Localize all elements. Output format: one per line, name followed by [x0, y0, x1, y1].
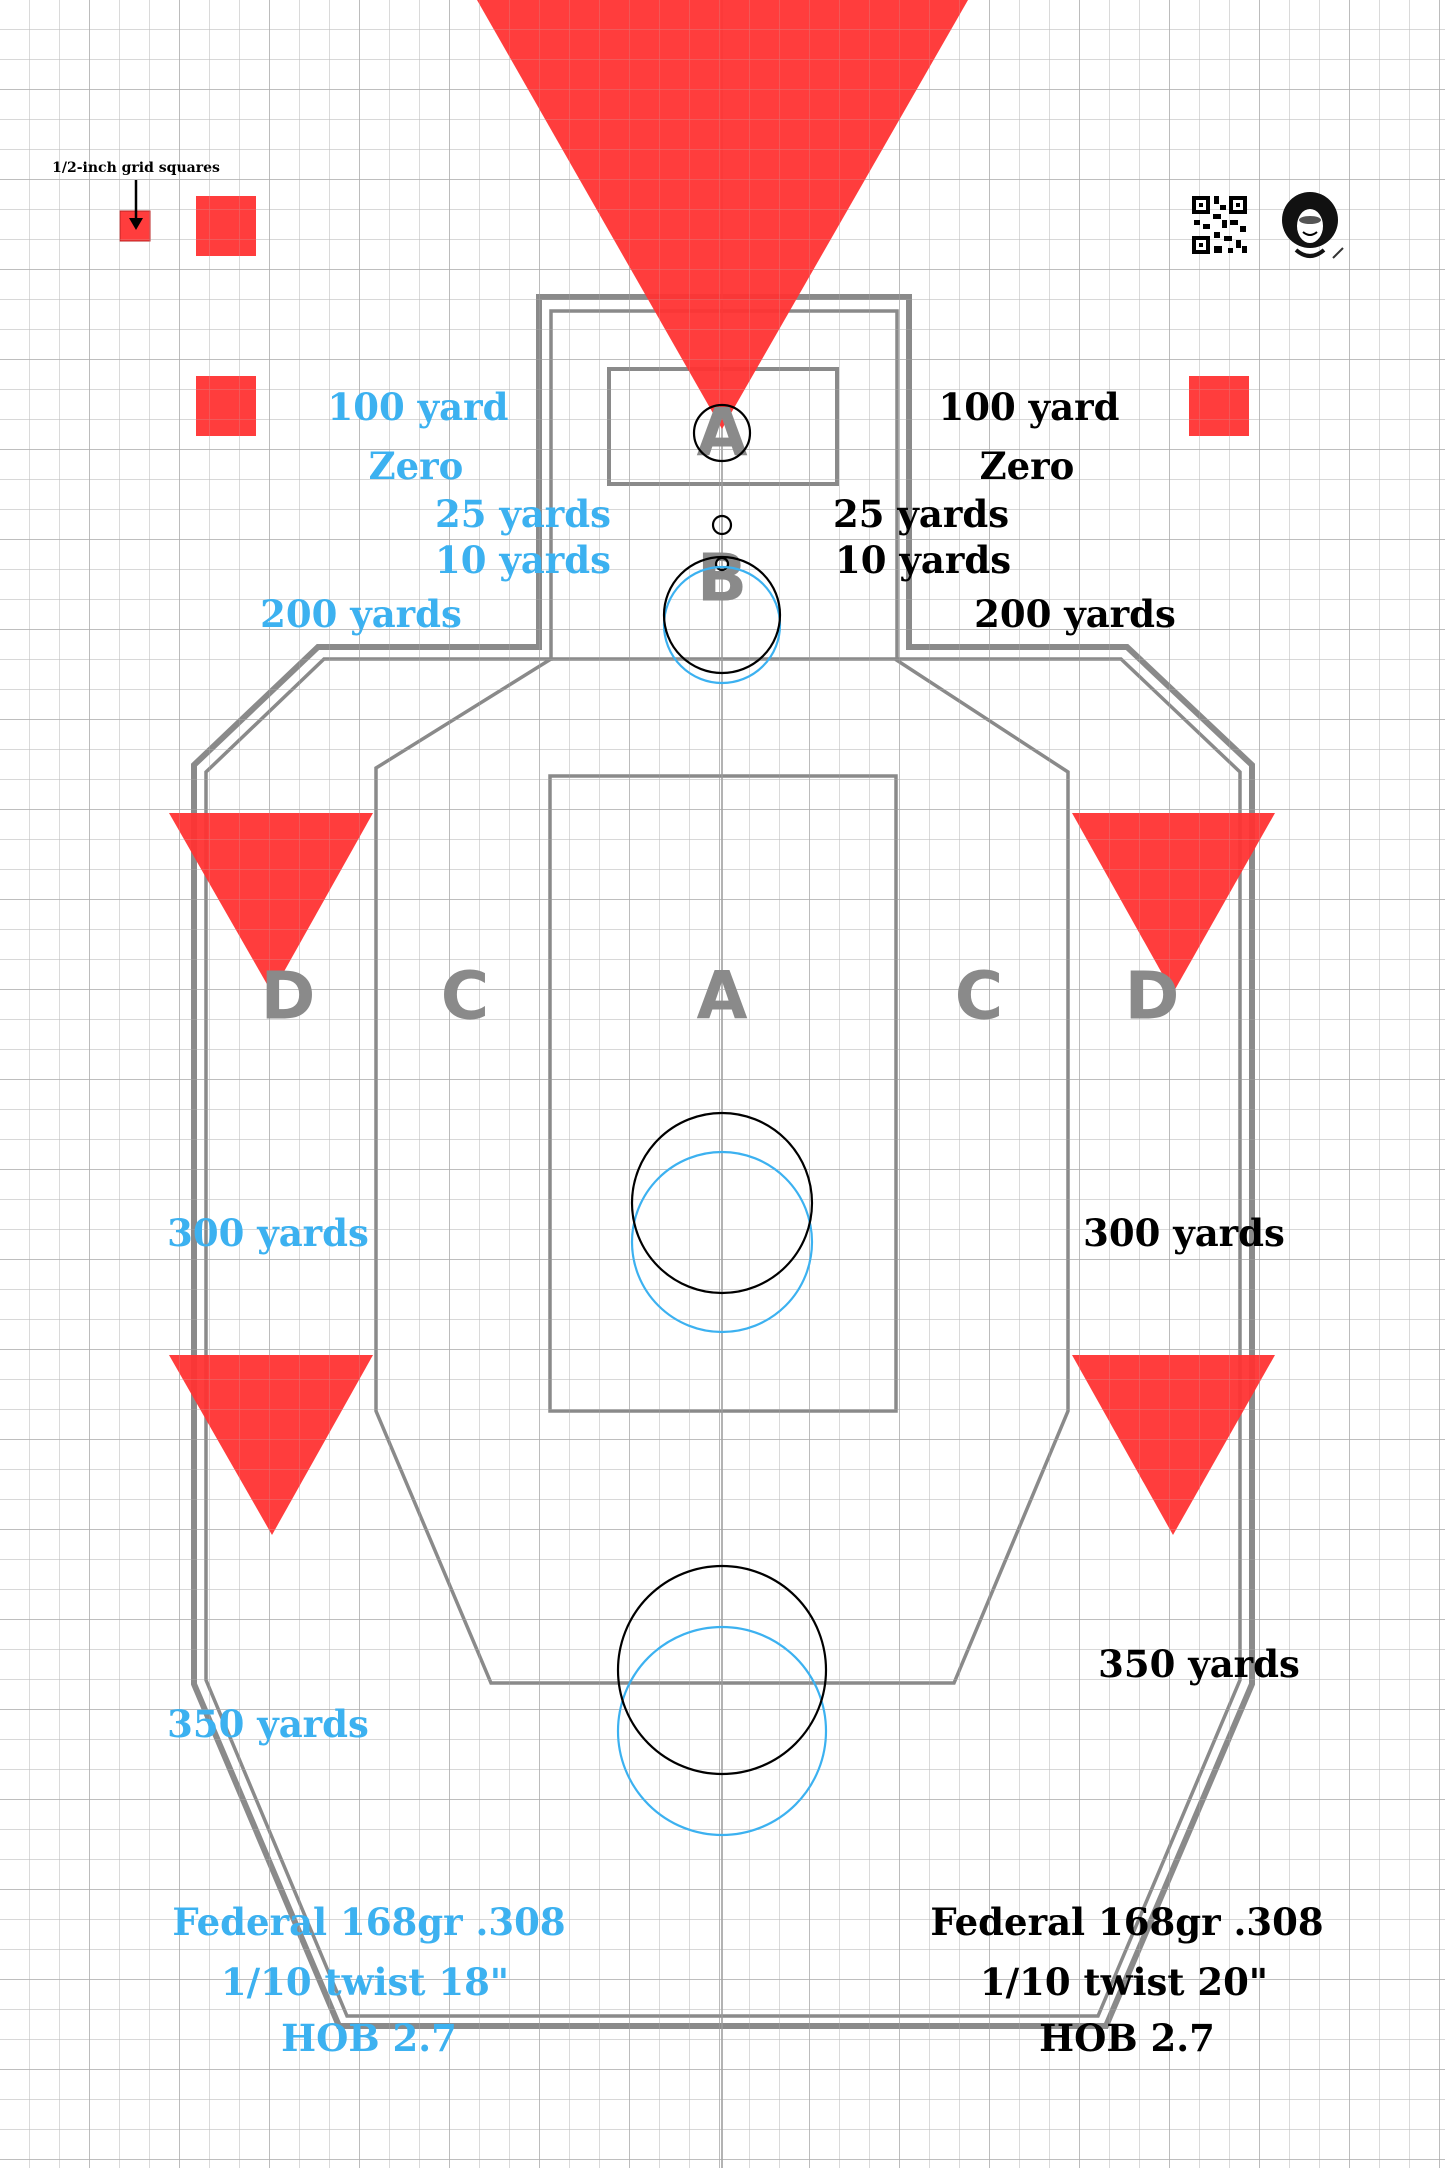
- right-200-yards: 200 yards: [974, 592, 1176, 636]
- poi-circle-200-black: [662, 555, 782, 675]
- poi-circle-350-blue: [616, 1625, 828, 1837]
- left-ammo: Federal 168gr .308: [172, 1900, 565, 1944]
- zone-d-right: D: [1125, 958, 1180, 1035]
- poi-circle-25: [711, 514, 733, 536]
- right-zero-label: Zero: [980, 444, 1075, 488]
- zone-d-left: D: [261, 958, 316, 1035]
- poi-circle-100-zero: [692, 403, 752, 463]
- aim-square-top-left: [196, 196, 256, 256]
- aim-square-left: [196, 376, 256, 436]
- left-zero-label: Zero: [369, 444, 464, 488]
- qr-code-icon: [1192, 196, 1247, 254]
- poi-circle-350-black: [616, 1564, 828, 1776]
- left-300-yards: 300 yards: [167, 1211, 369, 1255]
- medusa-logo-icon: [1282, 192, 1344, 259]
- left-25-yards: 25 yards: [435, 492, 611, 536]
- right-10-yards: 10 yards: [835, 538, 1011, 582]
- left-350-yards: 350 yards: [167, 1702, 369, 1746]
- left-10-yards: 10 yards: [435, 538, 611, 582]
- zone-b-head: B: [697, 540, 747, 617]
- right-ammo: Federal 168gr .308: [930, 1900, 1323, 1944]
- right-25-yards: 25 yards: [833, 492, 1009, 536]
- poi-circle-300-black: [630, 1111, 814, 1295]
- grid-note: 1/2-inch grid squares: [52, 160, 220, 176]
- right-barrel: 1/10 twist 20": [980, 1960, 1268, 2004]
- zone-a-head: A: [696, 395, 747, 472]
- arrow-down-icon: [129, 180, 143, 230]
- right-hob: HOB 2.7: [1039, 2016, 1215, 2060]
- left-zero-distance: 100 yard: [328, 385, 509, 429]
- zone-c-left: C: [441, 958, 489, 1035]
- zone-a-center: A: [696, 958, 747, 1035]
- right-350-yards: 350 yards: [1098, 1642, 1300, 1686]
- right-zero-distance: 100 yard: [939, 385, 1120, 429]
- left-200-yards: 200 yards: [260, 592, 462, 636]
- zone-c-right: C: [955, 958, 1003, 1035]
- aim-square-right: [1189, 376, 1249, 436]
- left-hob: HOB 2.7: [281, 2016, 457, 2060]
- poi-circle-300-blue: [630, 1150, 814, 1334]
- left-barrel: 1/10 twist 18": [221, 1960, 509, 2004]
- right-300-yards: 300 yards: [1083, 1211, 1285, 1255]
